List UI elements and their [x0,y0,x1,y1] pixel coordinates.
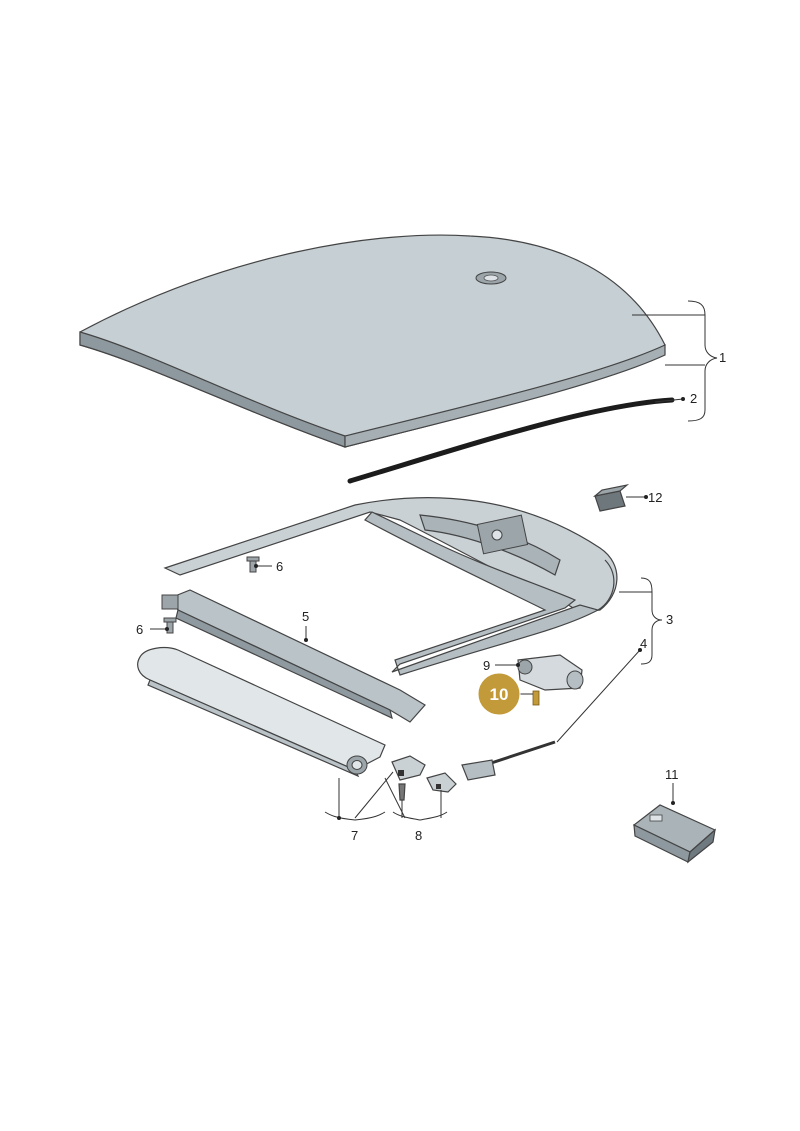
callout-6-left: 6 [136,622,143,637]
drive-motor [517,654,584,691]
cross-member [161,589,426,723]
callout-11: 11 [665,767,679,782]
roof-panel [79,234,666,448]
callout-2: 2 [690,391,697,406]
callout-9: 9 [483,658,490,673]
callout-1: 1 [719,350,726,365]
motor-screw [532,690,540,706]
callout-4: 4 [640,636,647,651]
sunroof-frame [163,497,618,676]
callout-3: 3 [666,612,673,627]
callout-6-top: 6 [276,559,283,574]
callout-12: 12 [648,490,662,505]
callout-7: 7 [351,828,358,843]
sunshade-roller [137,647,386,778]
small-block [592,483,630,512]
highlight-circle[interactable] [477,672,521,716]
drive-cable [461,740,556,781]
screws-6 [163,556,260,634]
callout-10-highlight[interactable]: 10 [477,672,521,716]
callout-8: 8 [415,828,422,843]
guide-components [391,755,457,801]
callout-10[interactable]: 10 [490,685,509,704]
leader-lines [150,300,718,821]
control-unit [632,804,717,864]
leader-dots [165,397,685,820]
callout-5: 5 [302,609,309,624]
roof-seal-strip [347,397,675,484]
